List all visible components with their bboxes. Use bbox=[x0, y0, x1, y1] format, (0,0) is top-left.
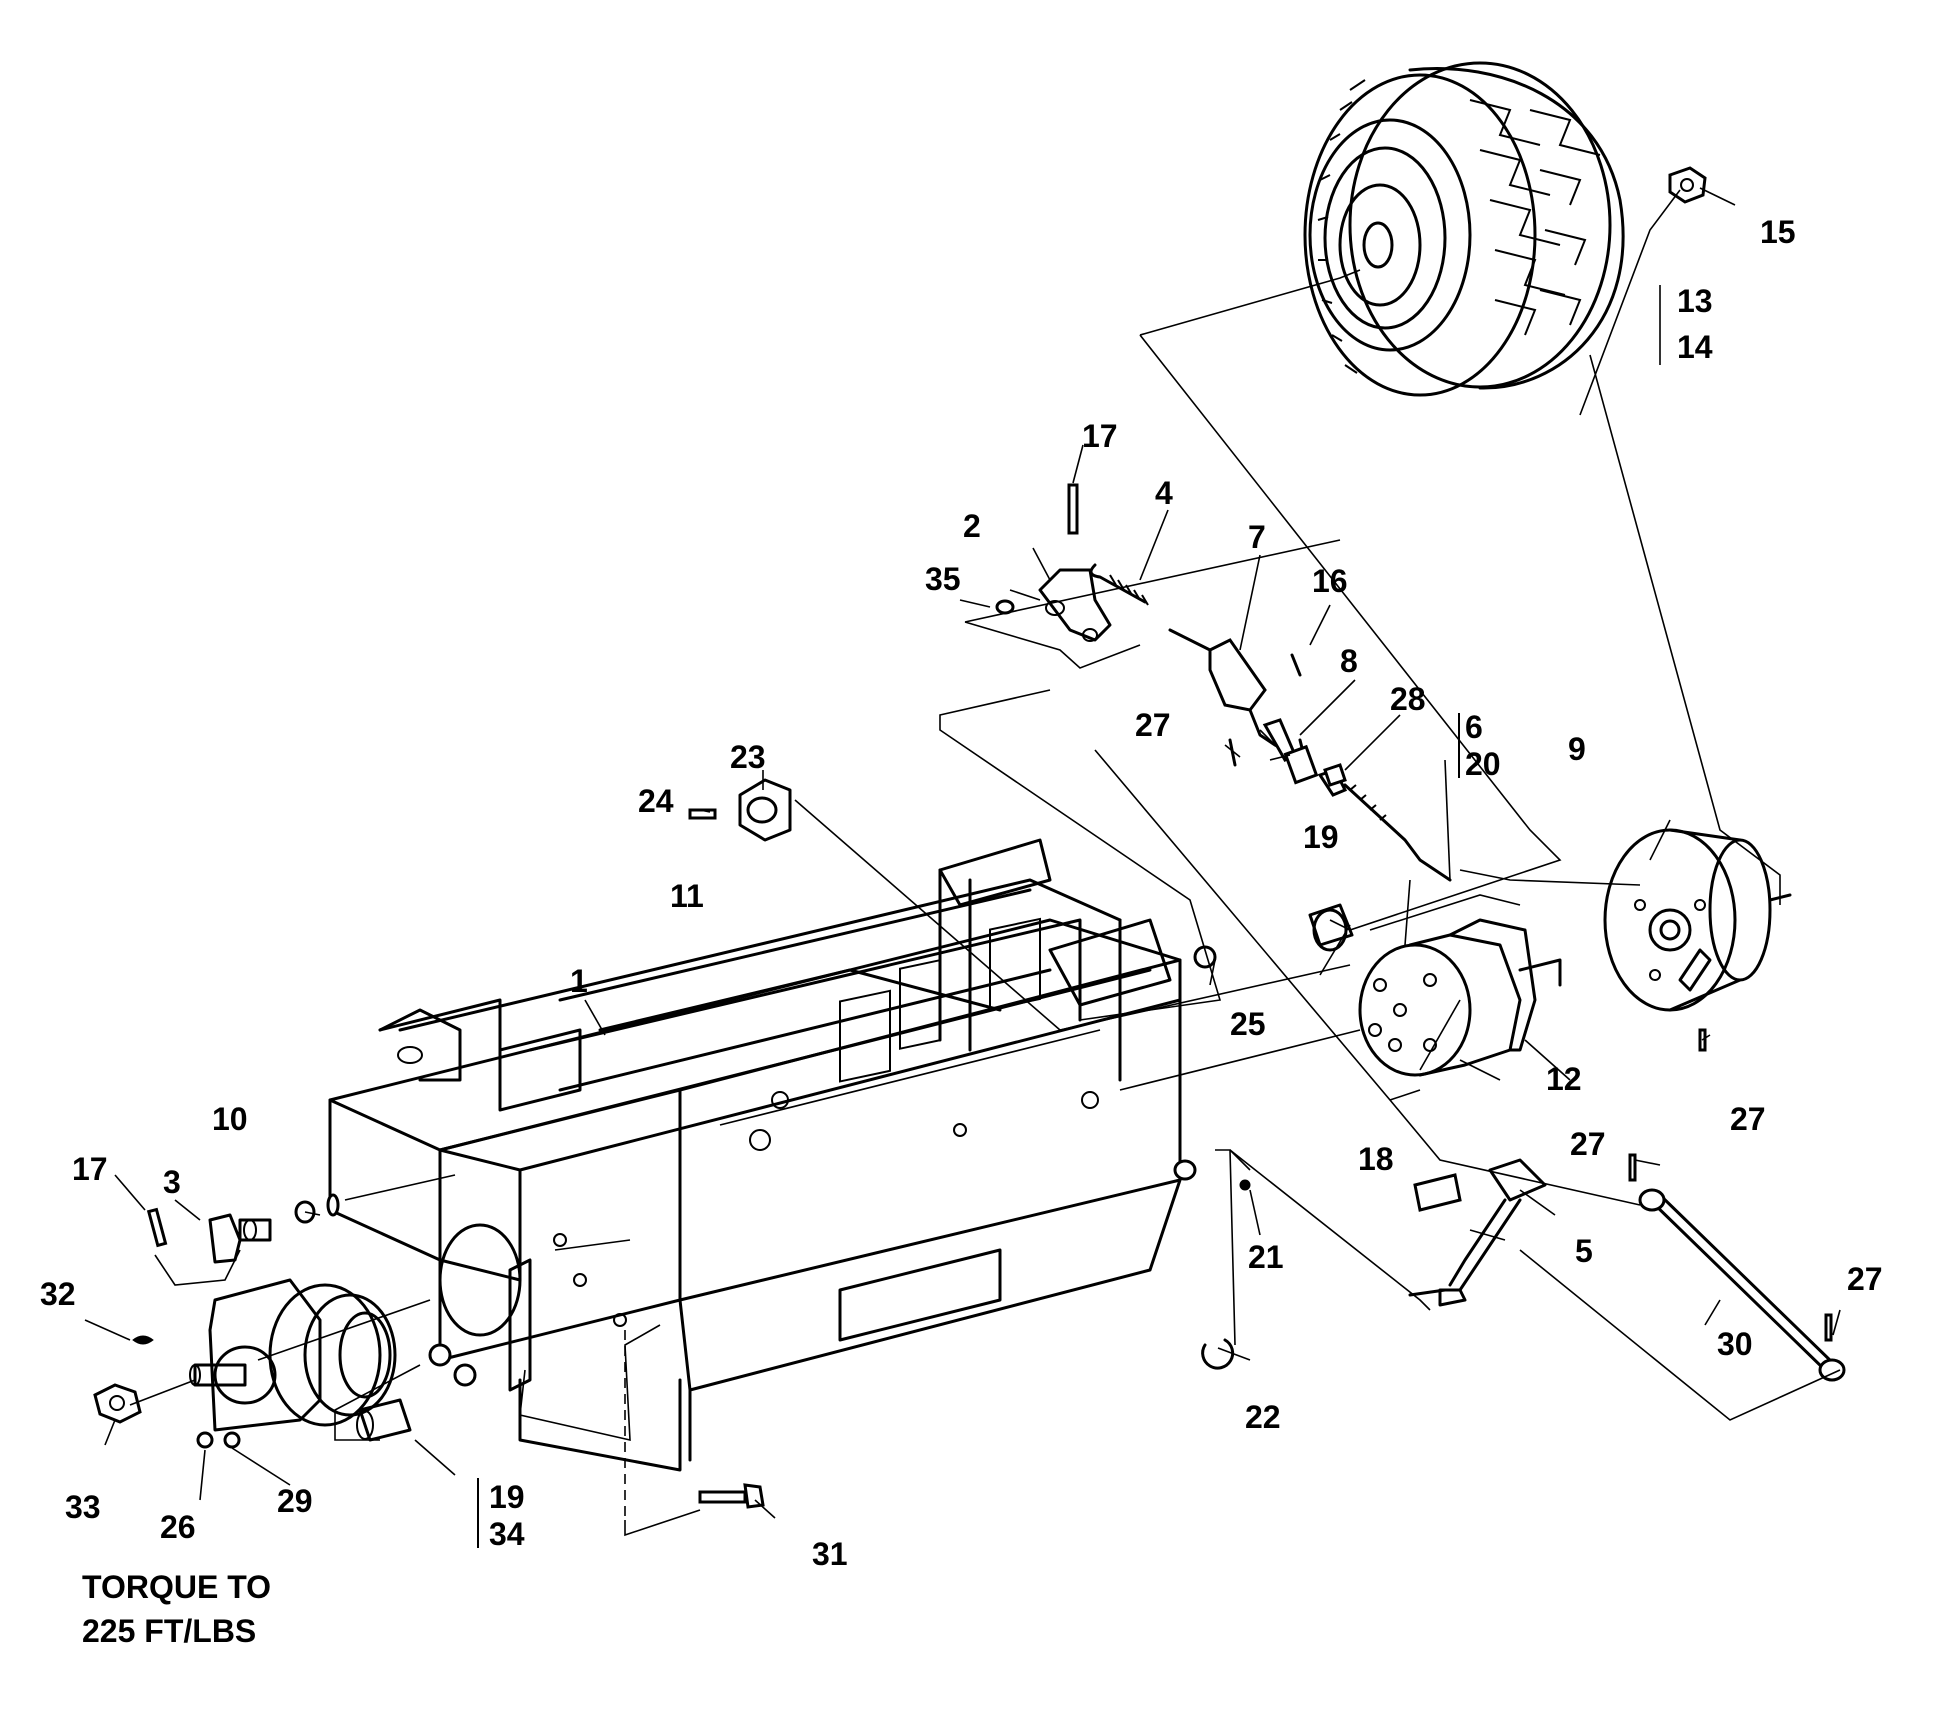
callout-20: 20 bbox=[1465, 746, 1501, 782]
callout-27-drum: 27 bbox=[1730, 1101, 1766, 1137]
callout-34: 34 bbox=[489, 1516, 525, 1552]
callout-27-rod-upper: 27 bbox=[1570, 1126, 1606, 1162]
callout-31: 31 bbox=[812, 1536, 848, 1572]
callout-33: 33 bbox=[65, 1489, 101, 1525]
callout-4: 4 bbox=[1155, 475, 1173, 511]
callout-30: 30 bbox=[1717, 1326, 1753, 1362]
callout-18: 18 bbox=[1358, 1141, 1394, 1177]
callout-29: 29 bbox=[277, 1483, 313, 1519]
callout-1: 1 bbox=[570, 963, 588, 999]
callout-3: 3 bbox=[163, 1164, 181, 1200]
callout-26: 26 bbox=[160, 1509, 196, 1545]
torque-note-line-1: TORQUE TO bbox=[82, 1569, 271, 1605]
callout-2: 2 bbox=[963, 508, 981, 544]
callout-14: 14 bbox=[1677, 329, 1713, 365]
callout-23: 23 bbox=[730, 739, 766, 775]
callout-19-right: 19 bbox=[1303, 819, 1339, 855]
callout-labels: 1 2 3 4 5 6 7 8 9 10 11 12 13 14 15 16 1… bbox=[40, 214, 1883, 1649]
callout-10: 10 bbox=[212, 1101, 248, 1137]
callout-6: 6 bbox=[1465, 709, 1483, 745]
callout-19-left: 19 bbox=[489, 1479, 525, 1515]
pivot-assembly-left bbox=[146, 1193, 340, 1264]
callout-35: 35 bbox=[925, 561, 961, 597]
callout-7: 7 bbox=[1248, 519, 1266, 555]
callout-22: 22 bbox=[1245, 1399, 1281, 1435]
callout-27-linkage: 27 bbox=[1135, 707, 1171, 743]
brake-linkage bbox=[995, 483, 1452, 882]
leader-lines bbox=[84, 187, 1841, 1548]
rear-wheel-tire bbox=[1303, 61, 1707, 397]
callout-12: 12 bbox=[1546, 1061, 1582, 1097]
callout-27-rod-lower: 27 bbox=[1847, 1261, 1883, 1297]
callout-21: 21 bbox=[1248, 1239, 1284, 1275]
callout-24: 24 bbox=[638, 783, 674, 819]
callout-11: 11 bbox=[670, 878, 704, 914]
right-wheel-motor bbox=[1193, 903, 1562, 1077]
callout-17-left: 17 bbox=[72, 1151, 108, 1187]
brake-rod bbox=[1628, 1028, 1846, 1382]
callout-16: 16 bbox=[1312, 563, 1348, 599]
callout-9: 9 bbox=[1568, 731, 1586, 767]
callout-15: 15 bbox=[1760, 214, 1796, 250]
callout-25: 25 bbox=[1230, 1006, 1266, 1042]
small-hardware bbox=[698, 738, 1347, 1509]
callout-8: 8 bbox=[1340, 643, 1358, 679]
callout-28: 28 bbox=[1390, 681, 1426, 717]
brake-pedal bbox=[1408, 1158, 1547, 1307]
callout-13: 13 bbox=[1677, 283, 1713, 319]
callout-5: 5 bbox=[1575, 1233, 1593, 1269]
torque-note-line-2: 225 FT/LBS bbox=[82, 1613, 256, 1649]
left-wheel-motor bbox=[93, 1278, 412, 1449]
brake-drum bbox=[1603, 828, 1792, 1012]
main-frame bbox=[328, 838, 1182, 1472]
bearing-bracket bbox=[688, 778, 792, 842]
callout-32: 32 bbox=[40, 1276, 76, 1312]
callout-17-top: 17 bbox=[1082, 418, 1118, 454]
